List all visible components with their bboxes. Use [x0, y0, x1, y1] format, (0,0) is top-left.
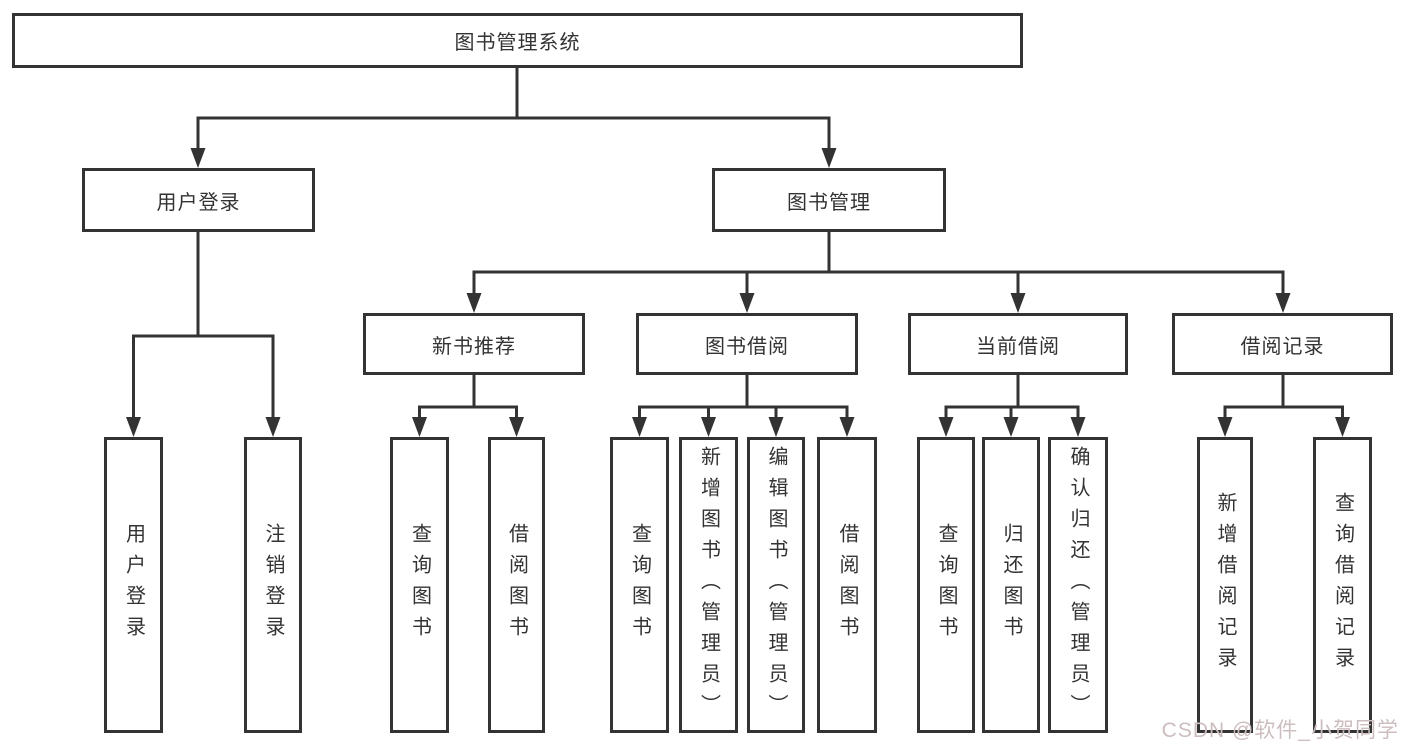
- node-new-book-recommend-label: 新书推荐: [432, 335, 516, 358]
- leaf-newbook-borrow-books: 借阅图书: [488, 437, 545, 733]
- leaf-add-borrow-record: 新增借阅记录: [1197, 437, 1253, 733]
- leaf-current-query-books: 查询图书: [917, 437, 975, 733]
- leaf-add-books-admin-label: 新增图书（管理员）: [697, 445, 720, 725]
- node-root-label: 图书管理系统: [454, 32, 581, 54]
- leaf-current-query-books-label: 查询图书: [935, 523, 957, 647]
- node-current-borrowing-label: 当前借阅: [976, 335, 1060, 358]
- leaf-borrow-query-books-label: 查询图书: [628, 523, 651, 647]
- node-borrowing-records: 借阅记录: [1172, 313, 1393, 375]
- leaf-newbook-query-books: 查询图书: [390, 437, 449, 733]
- node-borrowing-records-label: 借阅记录: [1240, 335, 1325, 358]
- leaf-confirm-return-admin: 确认归还（管理员）: [1048, 437, 1108, 733]
- leaf-newbook-borrow-books-label: 借阅图书: [505, 523, 528, 647]
- leaf-query-borrow-record: 查询借阅记录: [1313, 437, 1372, 733]
- leaf-logout: 注销登录: [244, 437, 302, 733]
- leaf-borrow-query-books: 查询图书: [610, 437, 669, 733]
- leaf-add-books-admin: 新增图书（管理员）: [679, 437, 738, 733]
- node-book-borrowing-label: 图书借阅: [705, 335, 789, 358]
- leaf-confirm-return-admin-label: 确认归还（管理员）: [1067, 445, 1089, 725]
- leaf-logout-label: 注销登录: [262, 523, 284, 647]
- leaf-borrow-books-label: 借阅图书: [836, 523, 858, 647]
- node-user-login-label: 用户登录: [156, 191, 241, 214]
- node-user-login: 用户登录: [82, 168, 315, 232]
- leaf-return-books-label: 归还图书: [1000, 523, 1022, 647]
- leaf-edit-books-admin-label: 编辑图书（管理员）: [765, 445, 787, 725]
- leaf-newbook-query-books-label: 查询图书: [408, 523, 431, 647]
- leaf-add-borrow-record-label: 新增借阅记录: [1214, 492, 1236, 678]
- leaf-edit-books-admin: 编辑图书（管理员）: [747, 437, 805, 733]
- node-new-book-recommend: 新书推荐: [363, 313, 585, 375]
- leaf-return-books: 归还图书: [982, 437, 1040, 733]
- node-root-system: 图书管理系统: [12, 13, 1023, 68]
- node-book-management: 图书管理: [712, 168, 946, 232]
- leaf-user-login: 用户登录: [104, 437, 163, 733]
- leaf-query-borrow-record-label: 查询借阅记录: [1331, 492, 1354, 678]
- leaf-borrow-books: 借阅图书: [817, 437, 877, 733]
- node-current-borrowing: 当前借阅: [908, 313, 1128, 375]
- arrowheads: [126, 148, 1350, 437]
- node-book-management-label: 图书管理: [787, 191, 871, 214]
- node-book-borrowing: 图书借阅: [636, 313, 858, 375]
- leaf-user-login-label: 用户登录: [122, 523, 145, 647]
